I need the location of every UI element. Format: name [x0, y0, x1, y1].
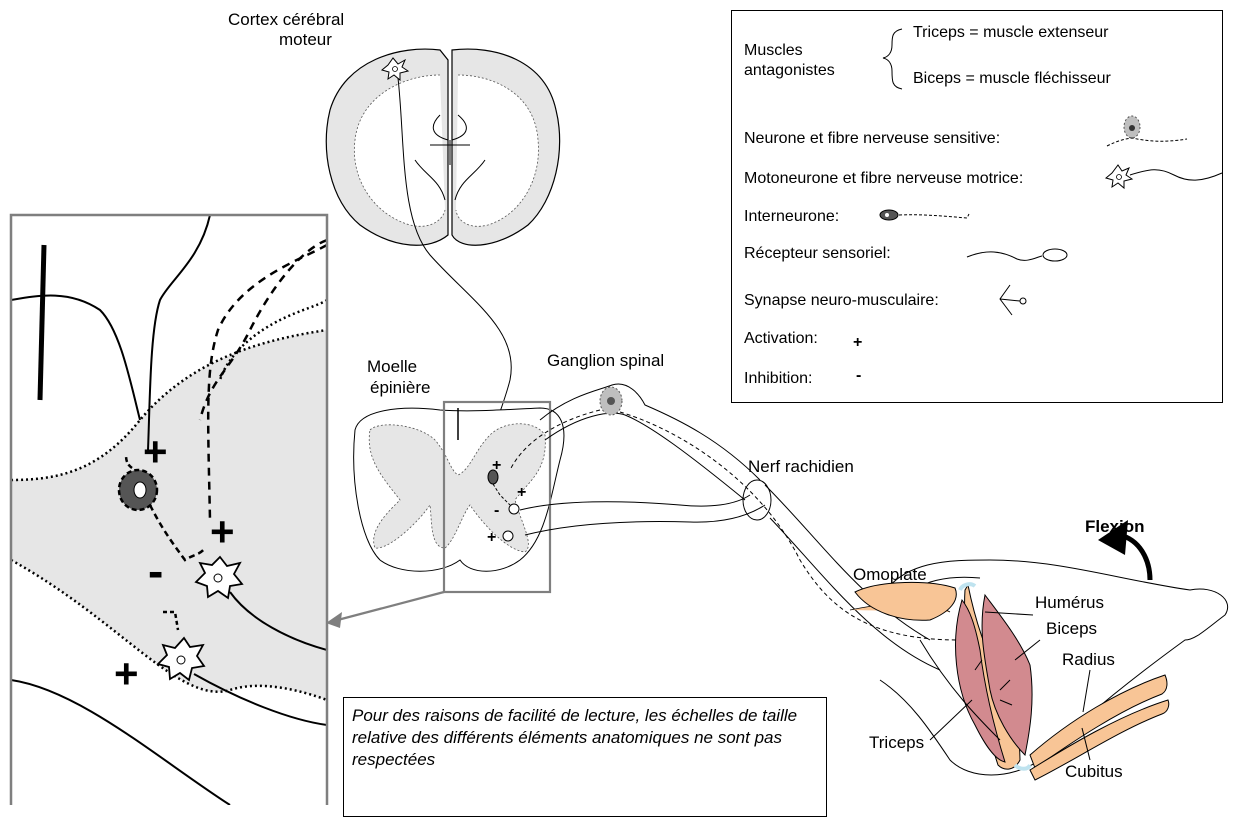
spinal-cord-label-line2: épinière	[370, 378, 431, 398]
zoom-minus: -	[148, 545, 163, 597]
biceps-label: Biceps	[1046, 619, 1097, 639]
legend-inhibition: Inhibition:	[744, 369, 813, 388]
legend-inhibition-symbol: -	[856, 366, 861, 385]
cord-motoneuron-1	[509, 504, 519, 514]
zoom-plus-1: +	[143, 428, 168, 475]
humerus-label: Humérus	[1035, 593, 1104, 613]
cord-plus-3: +	[487, 529, 496, 546]
legend-synapse: Synapse neuro-musculaire:	[744, 291, 939, 310]
legend-brace	[880, 25, 910, 95]
scale-note: Pour des raisons de facilité de lecture,…	[343, 697, 827, 817]
legend-triceps-def: Triceps = muscle extenseur	[913, 23, 1108, 42]
legend-motrice: Motoneurone et fibre nerveuse motrice:	[744, 169, 1023, 188]
nerve-ring	[743, 480, 771, 520]
legend-biceps-def: Biceps = muscle fléchisseur	[913, 69, 1111, 88]
legend-box: Muscles antagonistes Triceps = muscle ex…	[731, 10, 1223, 403]
legend-recepteur-icon	[962, 243, 1072, 267]
legend-interneurone-icon	[877, 204, 977, 228]
zoom-plus-3: +	[114, 650, 139, 697]
spinal-cord-section	[354, 408, 564, 571]
legend-synapse-icon	[994, 279, 1030, 319]
spinal-cord-label: Moelle	[367, 357, 417, 377]
zoom-plus-2: +	[210, 508, 235, 555]
legend-sensitive: Neurone et fibre nerveuse sensitive:	[744, 129, 1000, 148]
cortex-label: Cortex cérébral	[228, 10, 344, 30]
legend-recepteur: Récepteur sensoriel:	[744, 244, 891, 263]
zoom-pointer-line	[330, 592, 444, 622]
legend-antagonistes: antagonistes	[744, 61, 835, 80]
nerve-label: Nerf rachidien	[748, 457, 854, 477]
flexion-label: Flexion	[1085, 517, 1145, 537]
cord-plus-2: +	[517, 484, 526, 501]
legend-interneurone: Interneurone:	[744, 207, 839, 226]
cord-plus-1: +	[492, 457, 501, 474]
cubitus-label: Cubitus	[1065, 762, 1123, 782]
legend-activation-symbol: +	[853, 333, 862, 352]
zoom-pointer-arrowhead	[326, 612, 342, 628]
brain-section	[326, 49, 559, 245]
omoplate-label: Omoplate	[853, 565, 927, 585]
zoom-panel: + + - +	[11, 215, 327, 805]
legend-activation: Activation:	[744, 329, 818, 348]
triceps-label: Triceps	[869, 733, 924, 753]
legend-muscles: Muscles	[744, 41, 803, 60]
cortex-label-line2: moteur	[279, 30, 332, 50]
cord-minus: -	[494, 502, 499, 519]
ganglion-label: Ganglion spinal	[547, 351, 664, 371]
legend-sensitive-icon	[1102, 111, 1192, 151]
cord-motoneuron-2	[503, 531, 513, 541]
legend-motrice-icon	[1104, 159, 1233, 195]
radius-label: Radius	[1062, 650, 1115, 670]
